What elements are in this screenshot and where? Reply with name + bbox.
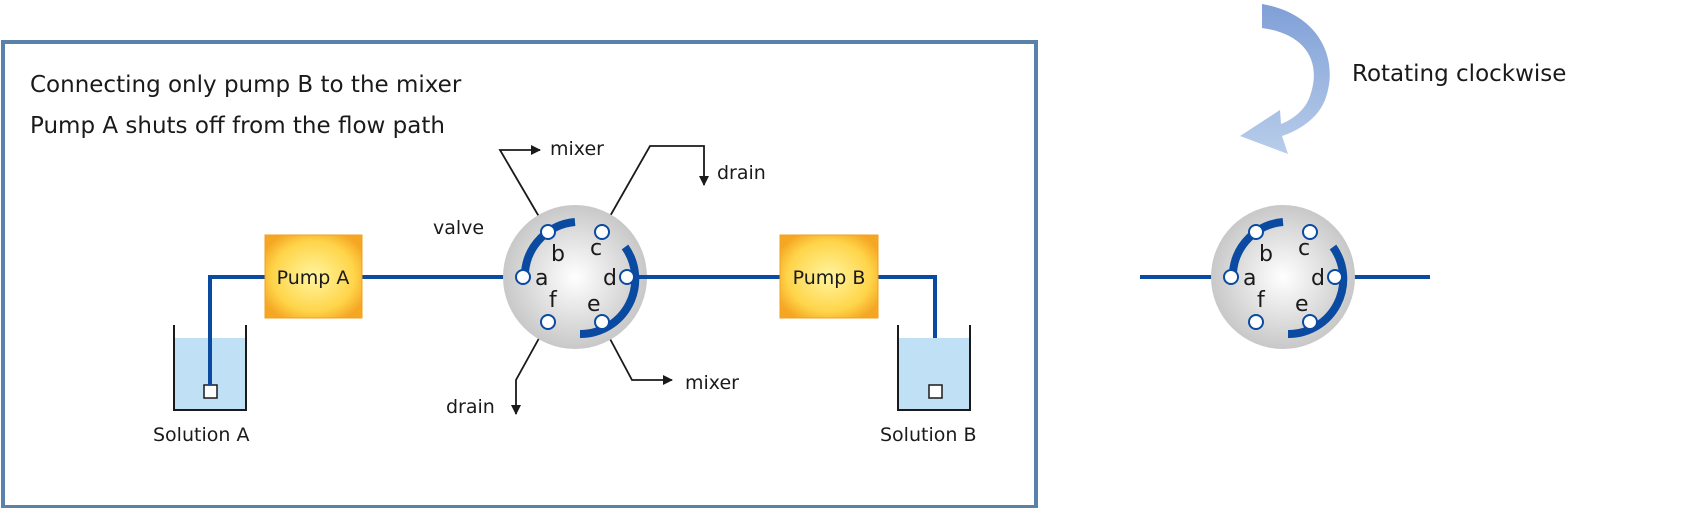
pump-b: Pump B [779,234,879,319]
port-f [540,314,556,330]
right-valve: a b c d e f [1211,205,1355,349]
port-f [1248,314,1264,330]
port-label-b: b [1259,242,1273,267]
port-label-f: f [1257,288,1266,313]
valve-channel-ab [1229,218,1284,273]
tubing-solution-a-to-pump-a [208,275,265,385]
title-line-2: Pump A shuts off from the flow path [30,113,445,139]
port-label-a: a [535,266,548,291]
outlet-f-drain-label: drain [446,396,495,418]
port-label-c: c [1298,236,1310,261]
pump-b-label: Pump B [793,267,866,289]
valve-label: valve [433,217,484,239]
port-b [540,224,556,240]
port-e [594,314,610,330]
port-label-d: d [603,266,617,291]
solution-b-inlet-filter [928,384,943,399]
port-c [594,224,610,240]
outlet-f-to-drain-line [511,321,549,415]
solution-b-beaker [897,325,971,411]
port-a [1223,269,1239,285]
pump-a: Pump A [264,234,363,319]
solution-a-inlet-filter [203,384,218,399]
outlet-b-to-mixer-line [498,145,549,233]
rotation-label: Rotating clockwise [1352,61,1566,87]
port-label-d: d [1311,266,1325,291]
valve-channel-de [579,244,640,339]
port-label-e: e [1295,292,1309,317]
port-a [515,269,531,285]
port-label-b: b [551,242,565,267]
port-d [1327,269,1343,285]
outlet-b-mixer-label: mixer [550,138,604,160]
pump-a-label: Pump A [277,267,350,289]
port-e [1302,314,1318,330]
valve-channel-ab [521,218,576,273]
rotation-arrow-icon [1240,4,1330,154]
outlet-e-to-mixer-line [600,321,673,385]
port-c [1302,224,1318,240]
solution-a-label: Solution A [153,424,249,446]
port-d [619,269,635,285]
port-label-a: a [1243,266,1256,291]
port-label-e: e [587,292,601,317]
outlet-c-to-drain-line [600,145,709,233]
outlet-e-mixer-label: mixer [685,372,739,394]
port-label-c: c [590,236,602,261]
left-valve: a b c d e f [503,205,647,349]
port-b [1248,224,1264,240]
outlet-c-drain-label: drain [717,162,766,184]
port-label-f: f [549,288,558,313]
title-line-1: Connecting only pump B to the mixer [30,72,462,98]
valve-channel-de [1287,244,1348,339]
solution-b-label: Solution B [880,424,976,446]
valve-ports [515,224,635,330]
